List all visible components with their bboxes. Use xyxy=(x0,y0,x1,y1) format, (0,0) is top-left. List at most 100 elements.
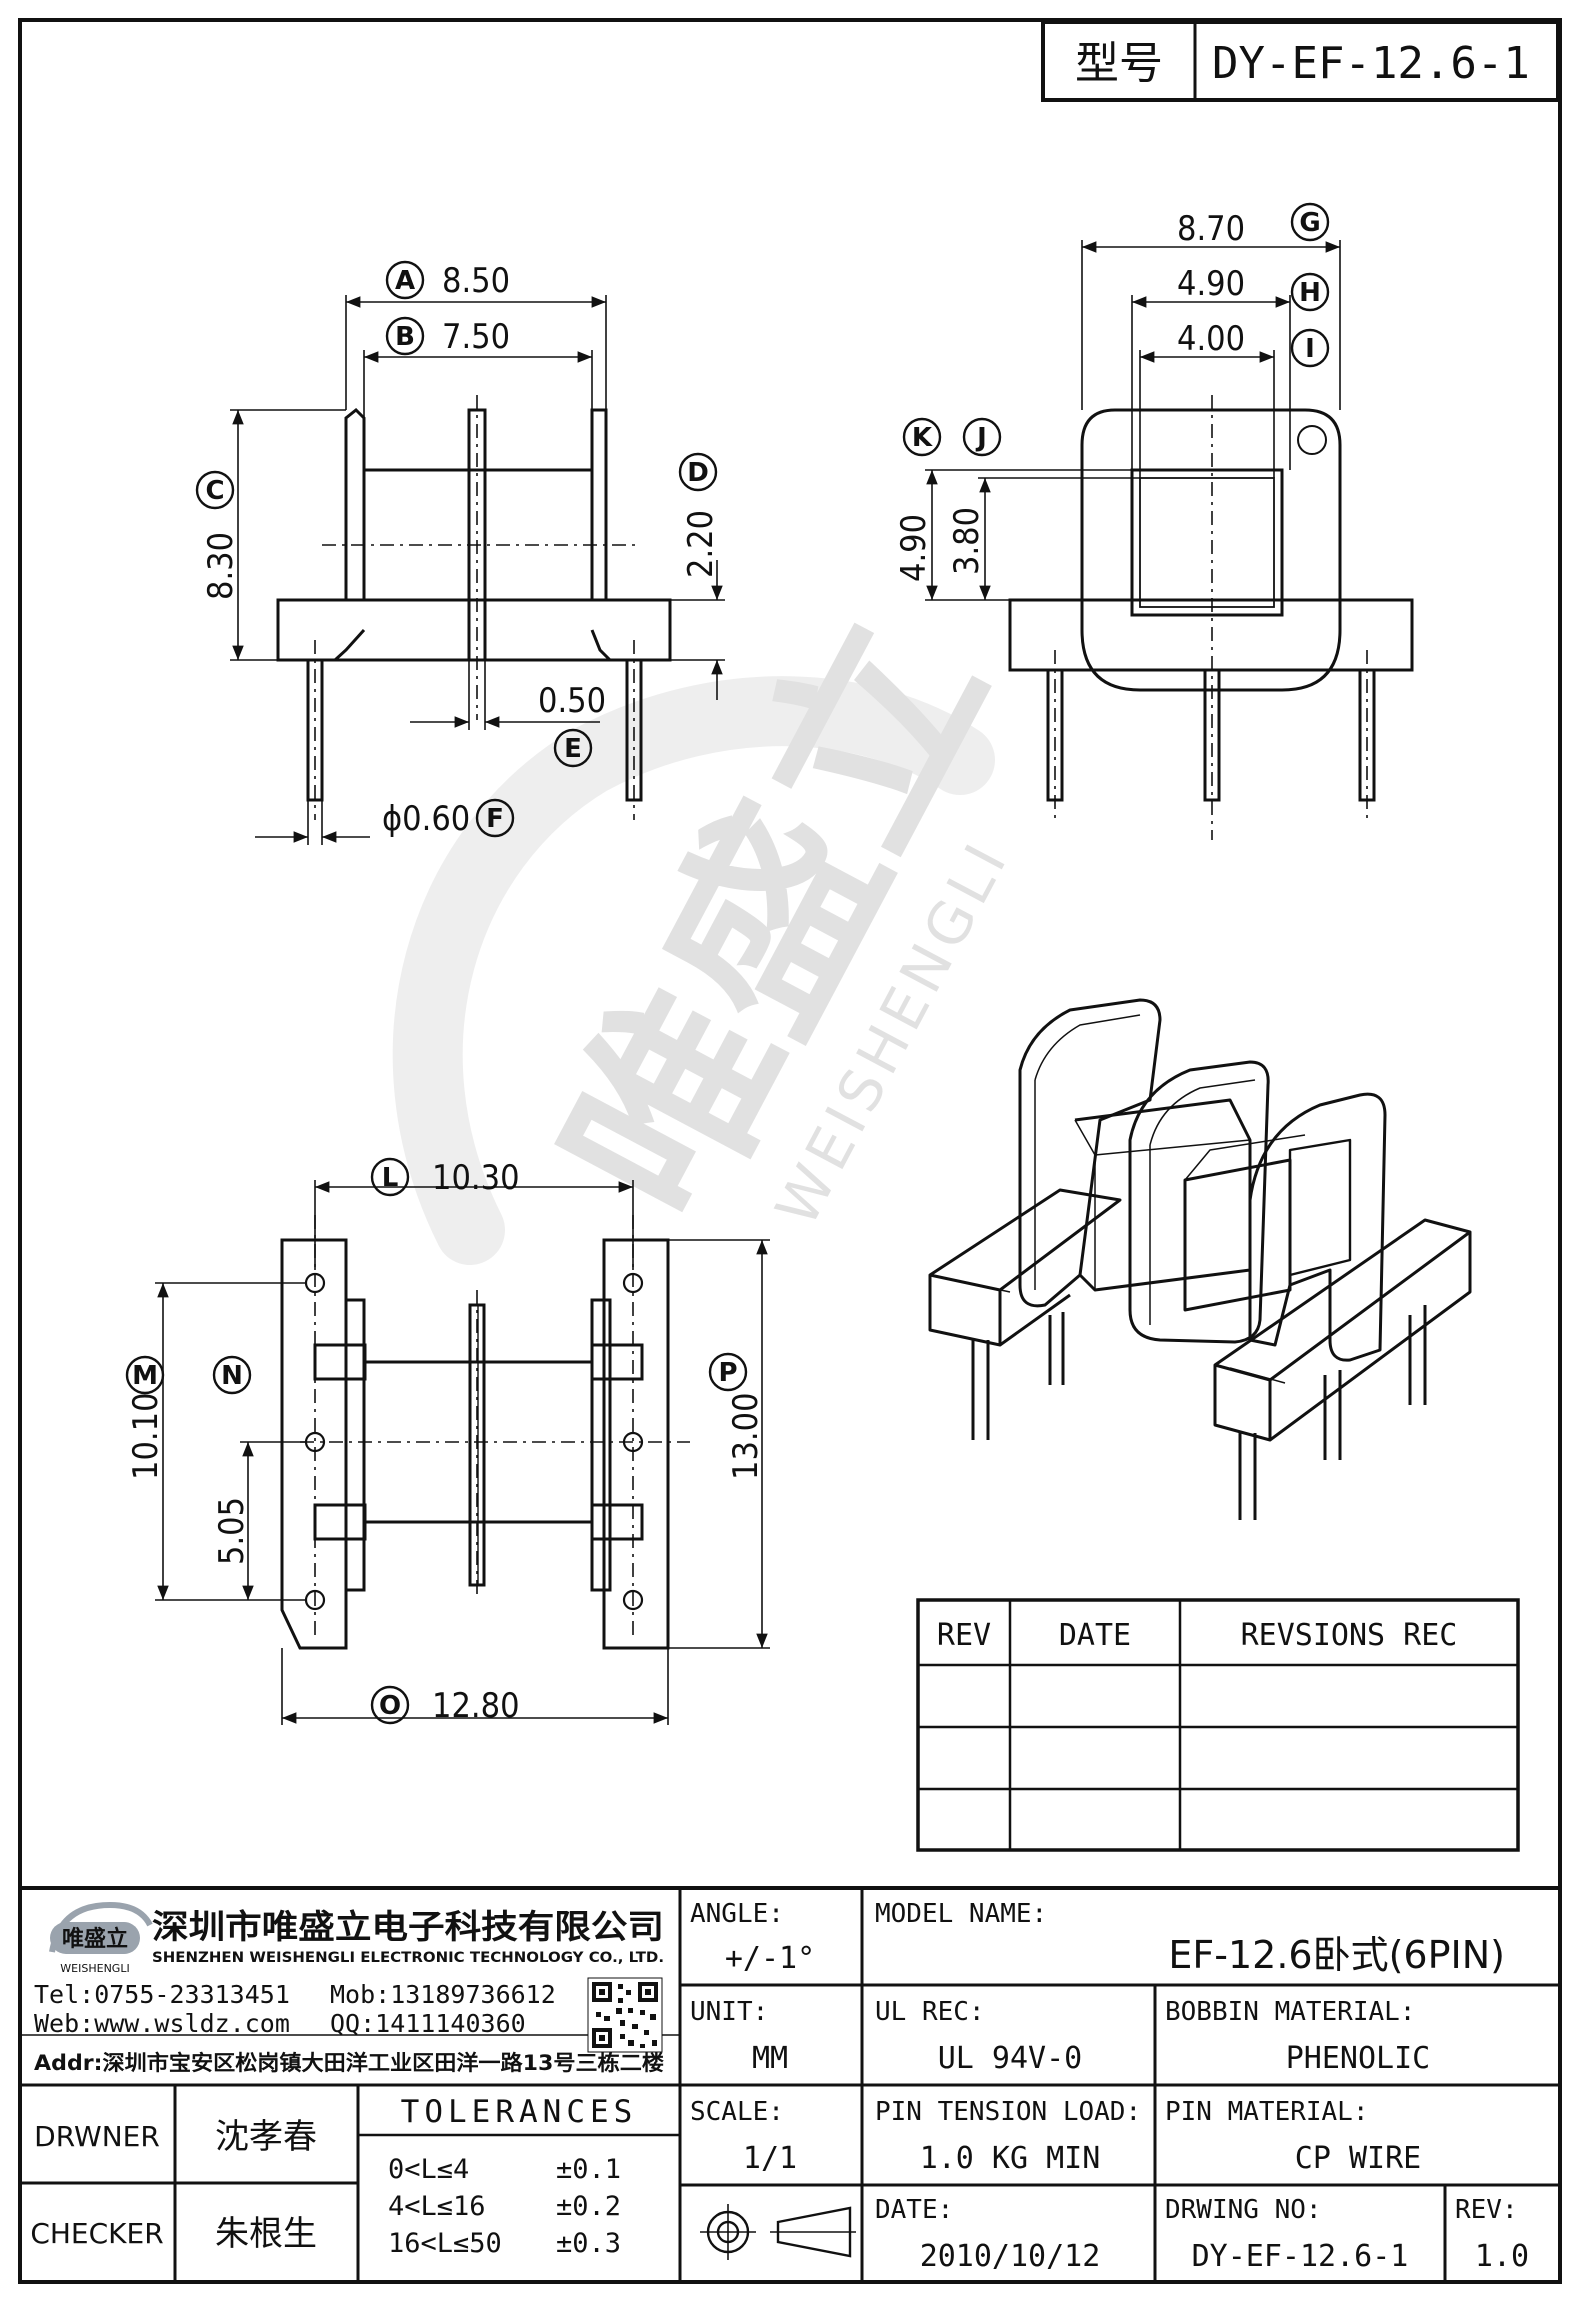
dim-A: A 8.50 xyxy=(385,260,510,301)
date-cell: DATE: 2010/10/12 xyxy=(875,2195,1100,2274)
drawer-name: 沈孝春 xyxy=(215,2117,317,2157)
watermark: 唯盛立 WEISHENGLI xyxy=(392,582,1030,1265)
svg-text:CP WIRE: CP WIRE xyxy=(1295,2141,1421,2176)
svg-text:DY-EF-12.6-1: DY-EF-12.6-1 xyxy=(1192,2239,1409,2274)
company-block: 唯盛立 WEISHENGLI 深圳市唯盛立电子科技有限公司 SHENZHEN W… xyxy=(34,1901,664,2075)
svg-text:DATE:: DATE: xyxy=(875,2195,953,2225)
svg-text:WEISHENGLI: WEISHENGLI xyxy=(60,1962,129,1975)
checker-name: 朱根生 xyxy=(215,2214,317,2254)
svg-text:唯盛立: 唯盛立 xyxy=(62,1926,128,1952)
svg-text:EF-12.6卧式(6PIN): EF-12.6卧式(6PIN) xyxy=(1168,1933,1505,1977)
bobbin-material-cell: BOBBIN MATERIAL: PHENOLIC xyxy=(1165,1997,1430,2076)
svg-text:13.00: 13.00 xyxy=(726,1392,766,1480)
svg-text:I: I xyxy=(1305,334,1315,364)
front-view xyxy=(230,295,725,845)
svg-text:O: O xyxy=(379,1691,401,1721)
unit-cell: UNIT: MM xyxy=(690,1997,788,2076)
svg-text:MODEL NAME:: MODEL NAME: xyxy=(875,1899,1047,1929)
svg-text:M: M xyxy=(132,1361,158,1391)
company-tel: Tel:0755-23313451 xyxy=(34,1980,290,2009)
company-name-cn: 深圳市唯盛立电子科技有限公司 xyxy=(152,1907,664,1946)
svg-text:0.50: 0.50 xyxy=(538,681,606,721)
company-logo: 唯盛立 WEISHENGLI xyxy=(49,1901,153,1975)
dim-F: ϕ0.60 F xyxy=(382,798,515,839)
rev-header-rev: REV xyxy=(937,1618,991,1653)
dim-I: 4.00 I xyxy=(1177,319,1330,368)
svg-text:H: H xyxy=(1299,278,1321,308)
svg-text:E: E xyxy=(564,734,582,764)
svg-text:8.70: 8.70 xyxy=(1177,209,1245,249)
svg-text:±0.2: ±0.2 xyxy=(556,2191,621,2222)
svg-text:B: B xyxy=(395,322,415,352)
svg-text:K: K xyxy=(912,423,933,453)
tolerances-block: TOLERANCES 0<L≤4 ±0.1 4<L≤16 ±0.2 16<L≤5… xyxy=(388,2094,638,2259)
svg-text:12.80: 12.80 xyxy=(432,1686,520,1726)
svg-text:ANGLE:: ANGLE: xyxy=(690,1899,784,1929)
svg-text:PIN TENSION LOAD:: PIN TENSION LOAD: xyxy=(875,2097,1141,2127)
svg-text:10.10: 10.10 xyxy=(126,1392,166,1480)
model-header-box: 型号 DY-EF-12.6-1 xyxy=(1041,20,1560,102)
svg-text:C: C xyxy=(205,476,224,506)
svg-text:±0.3: ±0.3 xyxy=(556,2228,621,2259)
svg-text:P: P xyxy=(718,1358,737,1388)
dim-L: L 10.30 xyxy=(370,1157,520,1198)
revision-table: REV DATE REVSIONS REC xyxy=(916,1598,1520,1852)
svg-text:UL REC:: UL REC: xyxy=(875,1997,985,2027)
svg-text:0<L≤4: 0<L≤4 xyxy=(388,2154,469,2185)
svg-text:UNIT:: UNIT: xyxy=(690,1997,768,2027)
dim-C: C 8.30 xyxy=(195,470,241,600)
svg-text:F: F xyxy=(486,804,504,834)
ul-rec-cell: UL REC: UL 94V-0 xyxy=(875,1997,1082,2076)
svg-text:16<L≤50: 16<L≤50 xyxy=(388,2228,502,2259)
checker-label: CHECKER xyxy=(30,2217,163,2250)
drawing-border xyxy=(18,18,1562,2284)
svg-text:10.30: 10.30 xyxy=(432,1158,520,1198)
svg-text:SCALE:: SCALE: xyxy=(690,2097,784,2127)
bottom-view xyxy=(155,1180,770,1725)
svg-text:5.05: 5.05 xyxy=(212,1497,252,1565)
svg-text:4<L≤16: 4<L≤16 xyxy=(388,2191,486,2222)
dim-H: 4.90 H xyxy=(1177,264,1330,312)
svg-text:±0.1: ±0.1 xyxy=(556,2154,621,2185)
rev-header-rec: REVSIONS REC xyxy=(1241,1618,1458,1653)
dim-G: 8.70 G xyxy=(1177,202,1330,249)
svg-text:PHENOLIC: PHENOLIC xyxy=(1286,2041,1431,2076)
title-block-lines xyxy=(20,1886,1560,2282)
svg-text:1.0: 1.0 xyxy=(1475,2239,1529,2274)
svg-text:BOBBIN MATERIAL:: BOBBIN MATERIAL: xyxy=(1165,1997,1415,2027)
company-web: Web:www.wsldz.com xyxy=(34,2009,290,2038)
dim-K: K 4.90 xyxy=(894,417,942,582)
side-view xyxy=(925,240,1414,840)
dim-O: O 12.80 xyxy=(370,1685,520,1726)
company-mob: Mob:13189736612 xyxy=(330,1980,556,2009)
svg-text:N: N xyxy=(221,1361,243,1391)
svg-text:8.50: 8.50 xyxy=(442,261,510,301)
svg-text:1/1: 1/1 xyxy=(743,2141,797,2176)
company-addr: Addr:深圳市宝安区松岗镇大田洋工业区田洋一路13号三栋二楼 xyxy=(34,2051,664,2075)
isometric-view xyxy=(928,998,1472,1520)
angle-cell: ANGLE: +/-1° xyxy=(690,1899,815,1976)
svg-text:2.20: 2.20 xyxy=(681,510,721,578)
svg-text:+/-1°: +/-1° xyxy=(725,1941,815,1976)
svg-text:8.30: 8.30 xyxy=(201,532,241,600)
dim-P: P 13.00 xyxy=(708,1352,766,1480)
watermark-swoosh xyxy=(392,676,995,1265)
tolerances-label: TOLERANCES xyxy=(401,2094,638,2130)
scale-cell: SCALE: 1/1 xyxy=(690,2097,797,2176)
dim-D: D 2.20 xyxy=(678,452,721,578)
dim-B: B 7.50 xyxy=(385,316,510,357)
projection-symbol-icon xyxy=(700,2204,856,2260)
company-qq: QQ:1411140360 xyxy=(330,2009,526,2038)
svg-text:A: A xyxy=(395,266,415,296)
svg-text:ϕ0.60: ϕ0.60 xyxy=(382,799,470,839)
svg-text:2010/10/12: 2010/10/12 xyxy=(920,2239,1101,2274)
svg-text:REV:: REV: xyxy=(1455,2195,1518,2225)
company-name-en: SHENZHEN WEISHENGLI ELECTRONIC TECHNOLOG… xyxy=(152,1950,664,1966)
svg-text:4.00: 4.00 xyxy=(1177,319,1245,359)
svg-text:UL 94V-0: UL 94V-0 xyxy=(938,2041,1083,2076)
svg-text:L: L xyxy=(382,1163,399,1193)
drawing-no-cell: DRWING NO: DY-EF-12.6-1 xyxy=(1165,2195,1408,2274)
dim-J: J 3.80 xyxy=(947,417,1002,575)
rev-cell: REV: 1.0 xyxy=(1455,2195,1529,2274)
